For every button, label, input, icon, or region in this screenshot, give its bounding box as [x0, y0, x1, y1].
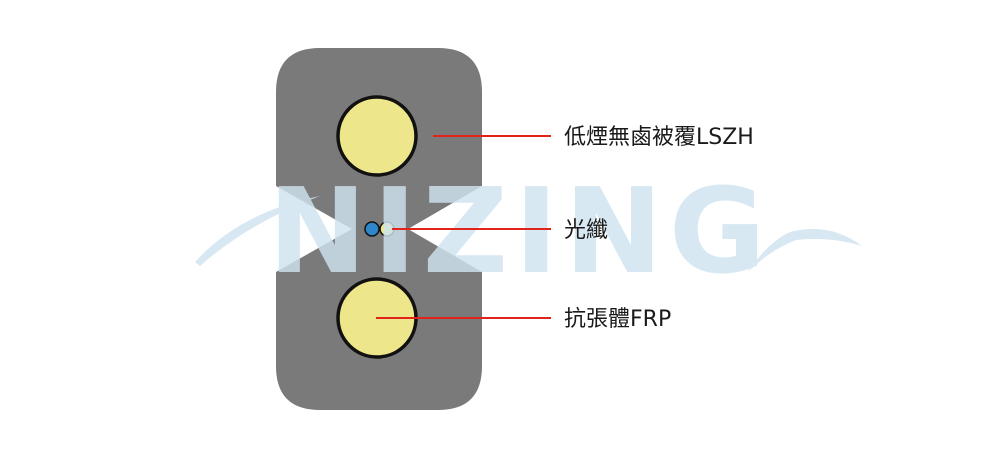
watermark-swoosh-left — [195, 196, 320, 266]
nizing-logo-watermark: NIZING — [195, 162, 862, 300]
label-strength-member: 抗張體FRP — [564, 307, 671, 332]
watermark-text: NIZING — [268, 162, 772, 300]
optical-fiber-blue — [364, 221, 380, 237]
label-fiber: 光纖 — [564, 218, 608, 243]
watermark-swoosh-right — [748, 229, 862, 272]
strength-member-top — [336, 95, 418, 177]
label-jacket: 低煙無鹵被覆LSZH — [564, 125, 754, 150]
